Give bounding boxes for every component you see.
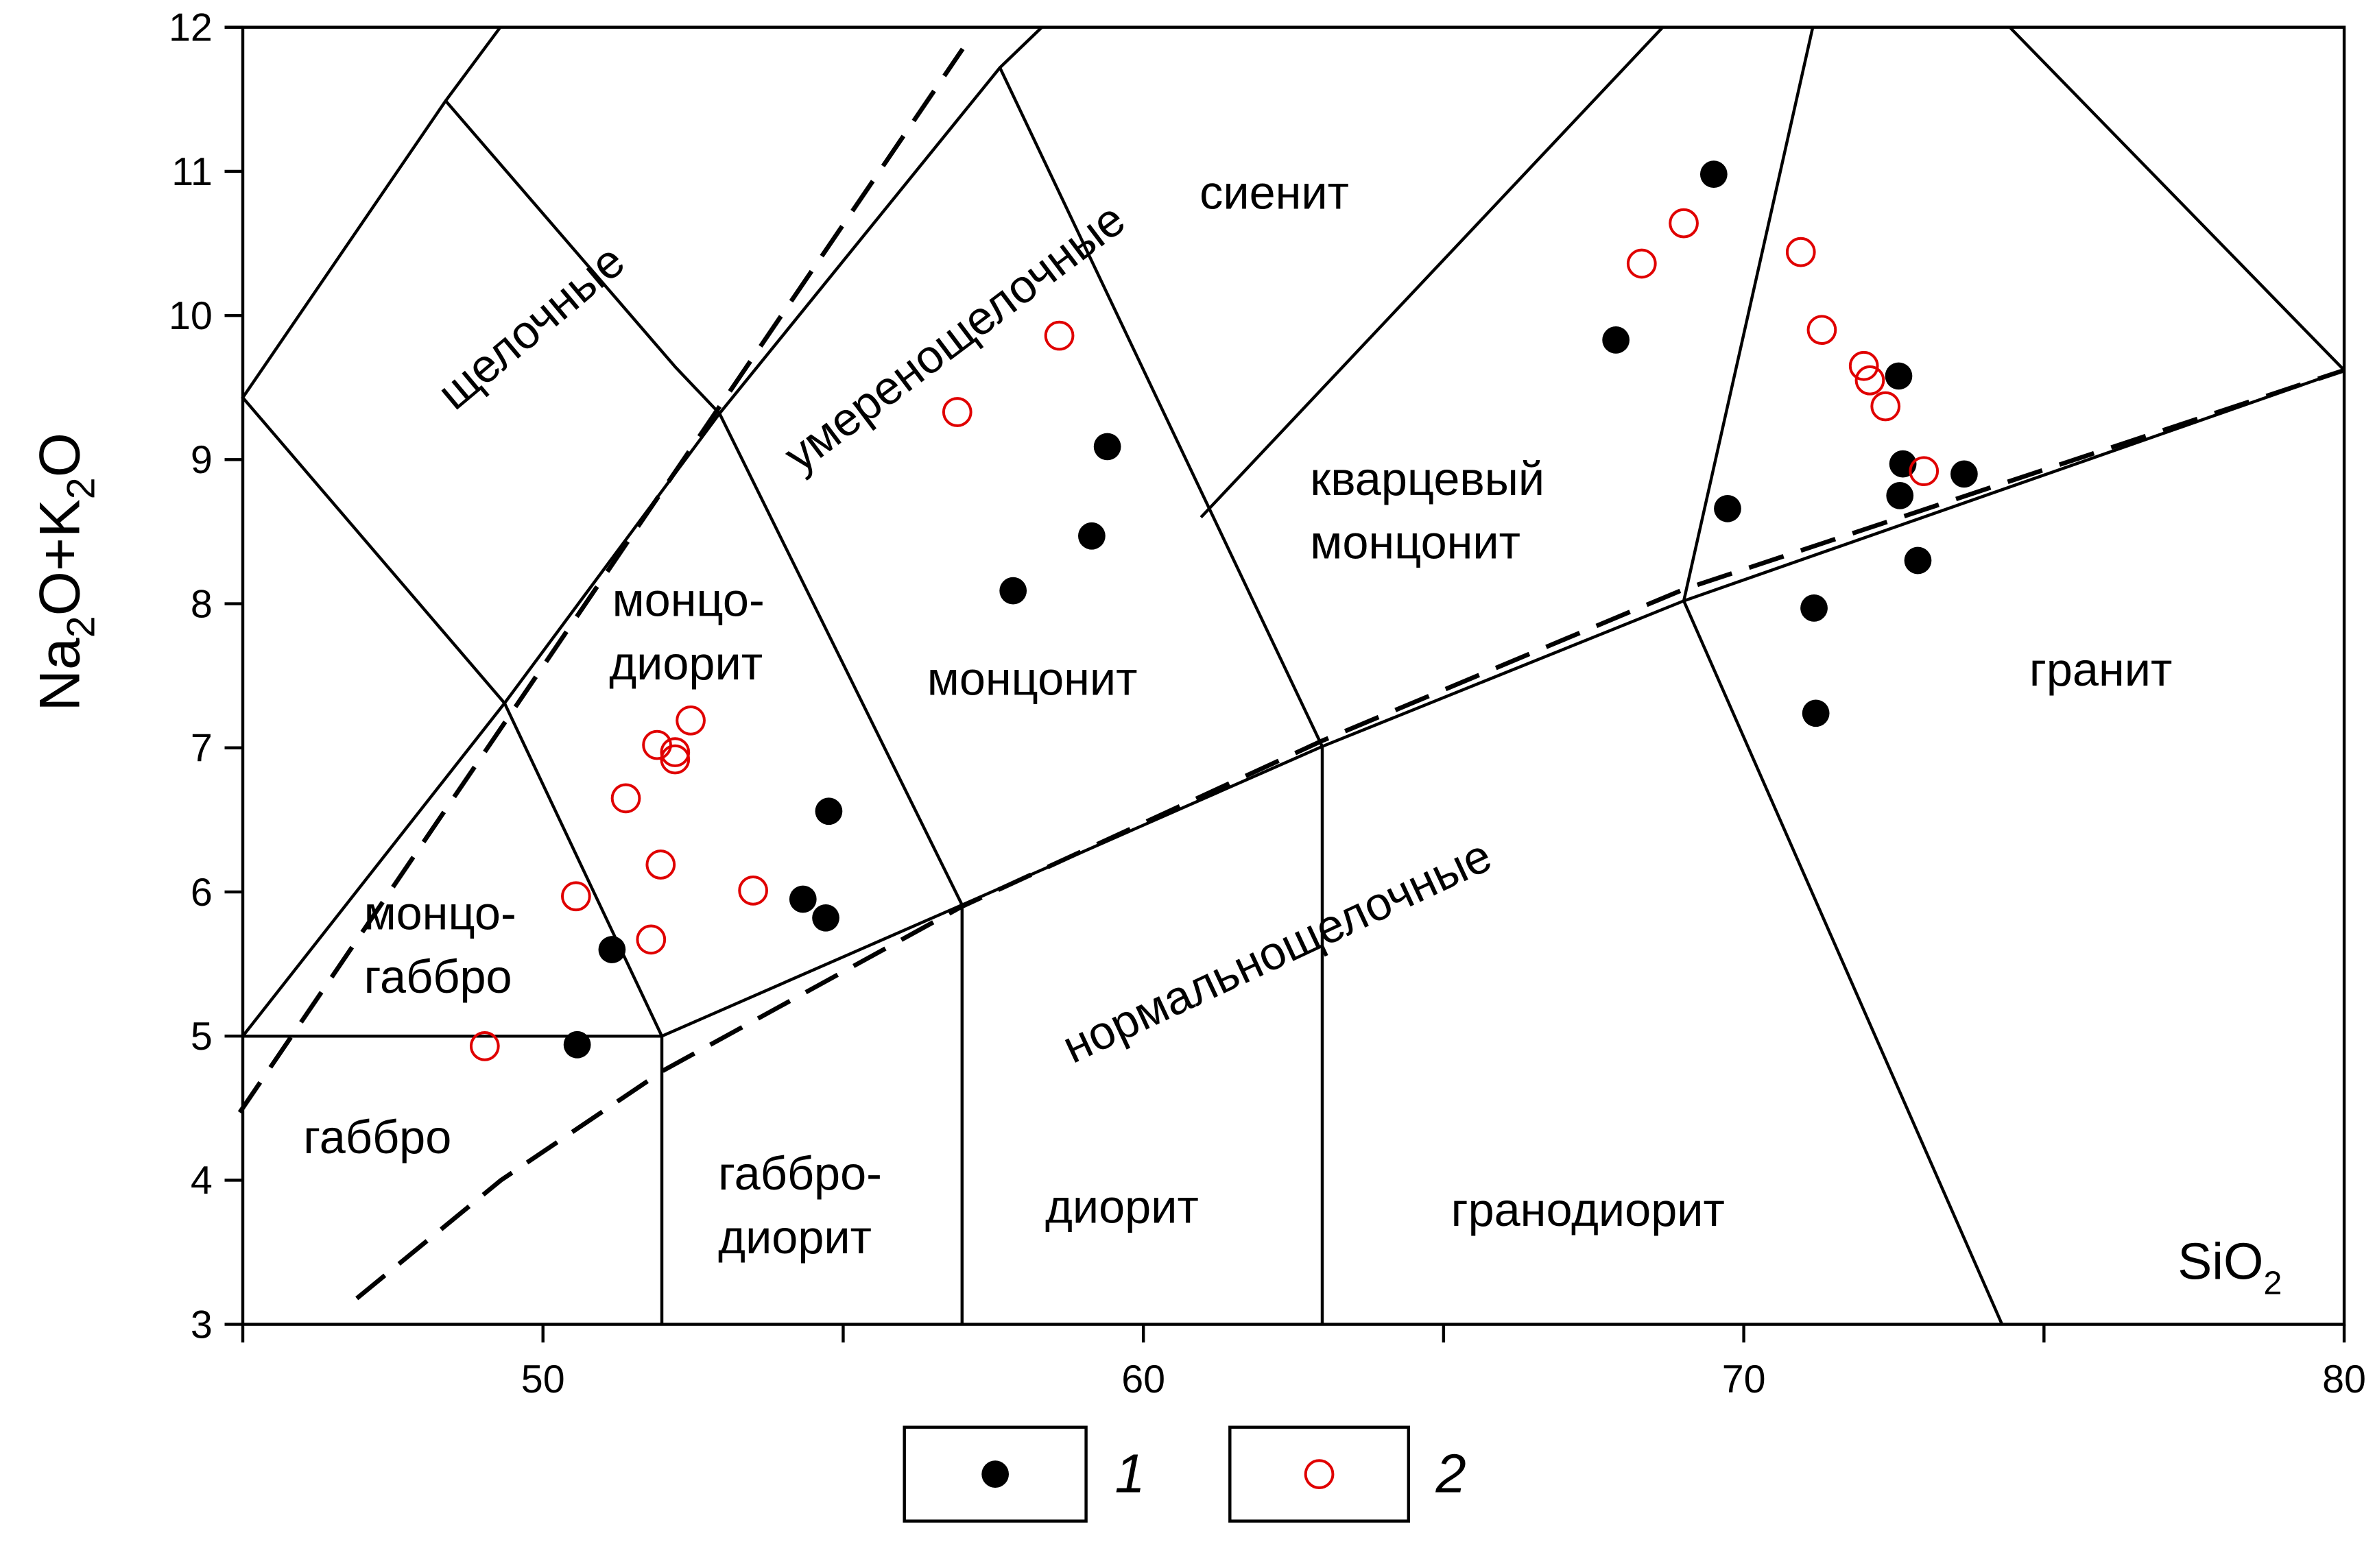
label-quartz-monzonite-2: монцонит bbox=[1310, 516, 1520, 569]
data-point-series-2 bbox=[469, 1031, 500, 1061]
x-tick-label: 50 bbox=[521, 1358, 565, 1401]
y-tick-label: 7 bbox=[191, 727, 213, 771]
label-monzodiorite-1: монцо- bbox=[612, 573, 765, 626]
series-boundary-dashed-line bbox=[237, 47, 965, 1114]
data-point-series-2 bbox=[660, 744, 691, 775]
y-tick-label: 6 bbox=[191, 871, 213, 915]
data-point-series-2 bbox=[1806, 315, 1837, 346]
data-point-series-1 bbox=[789, 885, 817, 913]
field-boundary-line bbox=[1200, 26, 1664, 519]
data-point-series-2 bbox=[1848, 350, 1879, 381]
data-point-series-2 bbox=[1785, 237, 1816, 267]
label-syenite: сиенит bbox=[1200, 167, 1349, 219]
data-point-series-1 bbox=[563, 1030, 591, 1059]
label-gabbro: габбро bbox=[303, 1111, 451, 1163]
legend-label-2: 2 bbox=[1435, 1443, 1466, 1504]
y-tick-label: 3 bbox=[191, 1303, 213, 1347]
field-boundary-line bbox=[1682, 27, 1815, 601]
label-granodiorite: гранодиорит bbox=[1451, 1183, 1725, 1236]
data-point-series-2 bbox=[1044, 320, 1075, 351]
field-boundaries bbox=[241, 26, 2346, 1325]
legend-marker-open bbox=[1304, 1459, 1335, 1489]
label-diorite: диорит bbox=[1045, 1181, 1199, 1233]
label-quartz-monzonite-1: кварцевый bbox=[1310, 453, 1544, 505]
data-point-series-1 bbox=[1800, 594, 1828, 622]
y-tick-label: 5 bbox=[191, 1015, 213, 1059]
y-axis-label: Na2O+K2O bbox=[27, 433, 104, 712]
y-tick-label: 4 bbox=[191, 1159, 213, 1203]
label-monzonite: монцонит bbox=[927, 652, 1138, 705]
data-point-series-2 bbox=[610, 783, 641, 814]
data-point-series-2 bbox=[1626, 248, 1657, 279]
label-normal: нормальнощелочные bbox=[1055, 828, 1499, 1073]
field-boundary-line bbox=[718, 413, 964, 906]
legend-item-1: 1 bbox=[903, 1425, 1145, 1523]
x-axis-label: SiO2 bbox=[2177, 1232, 2282, 1301]
plot-frame bbox=[241, 25, 2346, 1326]
field-boundary-line bbox=[444, 99, 721, 415]
y-tick-label: 9 bbox=[191, 438, 213, 482]
data-point-series-2 bbox=[676, 705, 706, 736]
legend-label-1: 1 bbox=[1115, 1443, 1145, 1504]
data-point-series-1 bbox=[1602, 326, 1630, 354]
data-point-series-1 bbox=[1093, 433, 1121, 461]
label-monzogabbro-1: монцо- bbox=[364, 886, 516, 939]
legend: 1 2 bbox=[903, 1425, 1466, 1523]
data-point-series-1 bbox=[999, 577, 1027, 605]
data-points bbox=[469, 160, 1978, 1061]
field-boundary-line bbox=[241, 26, 506, 705]
legend-marker-filled bbox=[981, 1460, 1010, 1488]
field-boundary-line bbox=[998, 67, 1324, 747]
data-point-series-2 bbox=[1909, 456, 1940, 487]
data-point-series-2 bbox=[636, 924, 667, 955]
label-monzogabbro-2: габбро bbox=[364, 950, 512, 1003]
field-boundary-line bbox=[2008, 26, 2346, 372]
data-point-series-2 bbox=[1669, 208, 1699, 239]
data-point-series-2 bbox=[642, 729, 672, 760]
series-boundaries bbox=[237, 47, 2346, 1301]
data-point-series-2 bbox=[561, 881, 591, 912]
label-gabbrodiorite-2: диорит bbox=[718, 1211, 872, 1264]
data-point-series-2 bbox=[1870, 391, 1901, 422]
data-point-series-2 bbox=[1854, 365, 1885, 396]
data-point-series-1 bbox=[815, 797, 843, 825]
label-monzodiorite-2: диорит bbox=[609, 637, 763, 690]
field-labels: щелочные умеренощелочные нормальнощелочн… bbox=[27, 167, 2282, 1302]
data-point-series-1 bbox=[1886, 482, 1914, 509]
label-granite: гранит bbox=[2029, 643, 2172, 696]
label-gabbrodiorite-1: габбро- bbox=[718, 1147, 882, 1200]
y-tick-label: 12 bbox=[169, 6, 213, 50]
y-tick-label: 10 bbox=[169, 294, 213, 338]
data-point-series-2 bbox=[645, 849, 676, 880]
field-boundary-line bbox=[1682, 600, 2004, 1325]
y-tick-label: 8 bbox=[191, 582, 213, 626]
x-tick-label: 80 bbox=[2322, 1358, 2366, 1401]
data-point-series-1 bbox=[1885, 362, 1913, 390]
legend-item-2: 2 bbox=[1228, 1425, 1466, 1523]
data-point-series-2 bbox=[738, 876, 768, 906]
data-point-series-1 bbox=[812, 904, 839, 932]
label-alkaline: щелочные bbox=[427, 234, 634, 420]
label-subalkaline: умеренощелочные bbox=[774, 193, 1134, 482]
field-boundary-line bbox=[241, 26, 1043, 1037]
data-point-series-1 bbox=[1802, 699, 1830, 727]
series-boundary-dashed-line bbox=[355, 367, 2346, 1301]
x-tick-label: 60 bbox=[1121, 1358, 1165, 1401]
data-point-series-1 bbox=[1904, 546, 1932, 575]
x-tick-label: 70 bbox=[1722, 1358, 1766, 1401]
data-point-series-1 bbox=[598, 936, 626, 963]
field-boundary-line bbox=[503, 702, 664, 1037]
field-boundary-line bbox=[243, 1035, 664, 1325]
data-point-series-2 bbox=[942, 397, 972, 427]
data-point-series-1 bbox=[1699, 160, 1728, 189]
data-point-series-1 bbox=[1078, 522, 1106, 550]
data-point-series-2 bbox=[660, 737, 691, 767]
y-tick-label: 11 bbox=[171, 150, 213, 194]
data-point-series-1 bbox=[1950, 460, 1978, 488]
data-point-series-1 bbox=[1714, 494, 1741, 522]
axes: 50 60 70 80 3 4 5 6 7 8 9 10 11 12 bbox=[169, 6, 2366, 1401]
